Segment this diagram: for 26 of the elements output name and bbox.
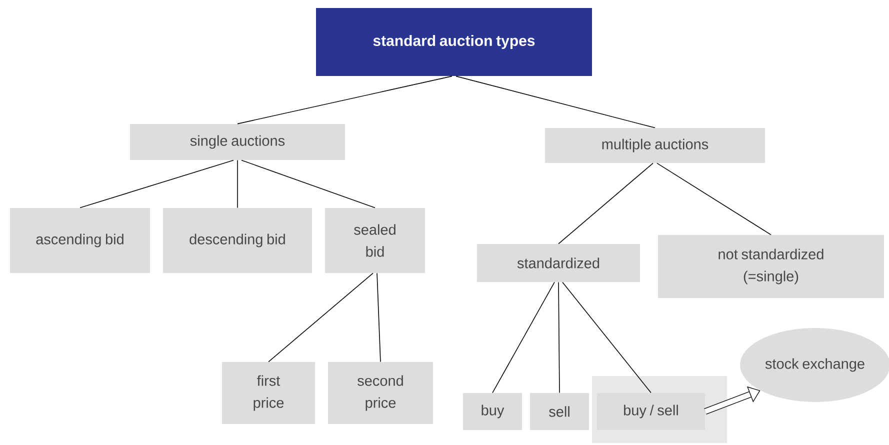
block-arrow bbox=[704, 386, 760, 414]
category-box: buy / sell bbox=[592, 376, 727, 443]
category-box: single auctions bbox=[130, 124, 345, 160]
connector-line bbox=[80, 160, 234, 208]
connector-line bbox=[456, 76, 656, 128]
connector-line bbox=[237, 76, 452, 124]
connector-line bbox=[656, 162, 772, 236]
connector-line bbox=[376, 272, 381, 362]
category-box: first price bbox=[222, 362, 315, 424]
category-box: second price bbox=[328, 362, 433, 424]
connector-line bbox=[558, 282, 560, 394]
connector-line bbox=[241, 160, 376, 208]
connector-line bbox=[268, 272, 374, 362]
category-box: sealed bid bbox=[325, 208, 425, 273]
category-box: sell bbox=[530, 393, 589, 430]
connector-line bbox=[558, 162, 654, 244]
category-box: standardized bbox=[477, 244, 640, 282]
category-box: not standardized (=single) bbox=[658, 235, 884, 298]
connector-line bbox=[237, 160, 238, 208]
category-box: multiple auctions bbox=[545, 128, 765, 163]
connector-line bbox=[492, 282, 555, 394]
category-box: descending bid bbox=[163, 208, 312, 273]
connector-line bbox=[562, 282, 652, 394]
category-box: ascending bid bbox=[10, 208, 150, 273]
category-box: buy bbox=[463, 393, 522, 430]
title-box: standard auction types bbox=[316, 8, 592, 76]
